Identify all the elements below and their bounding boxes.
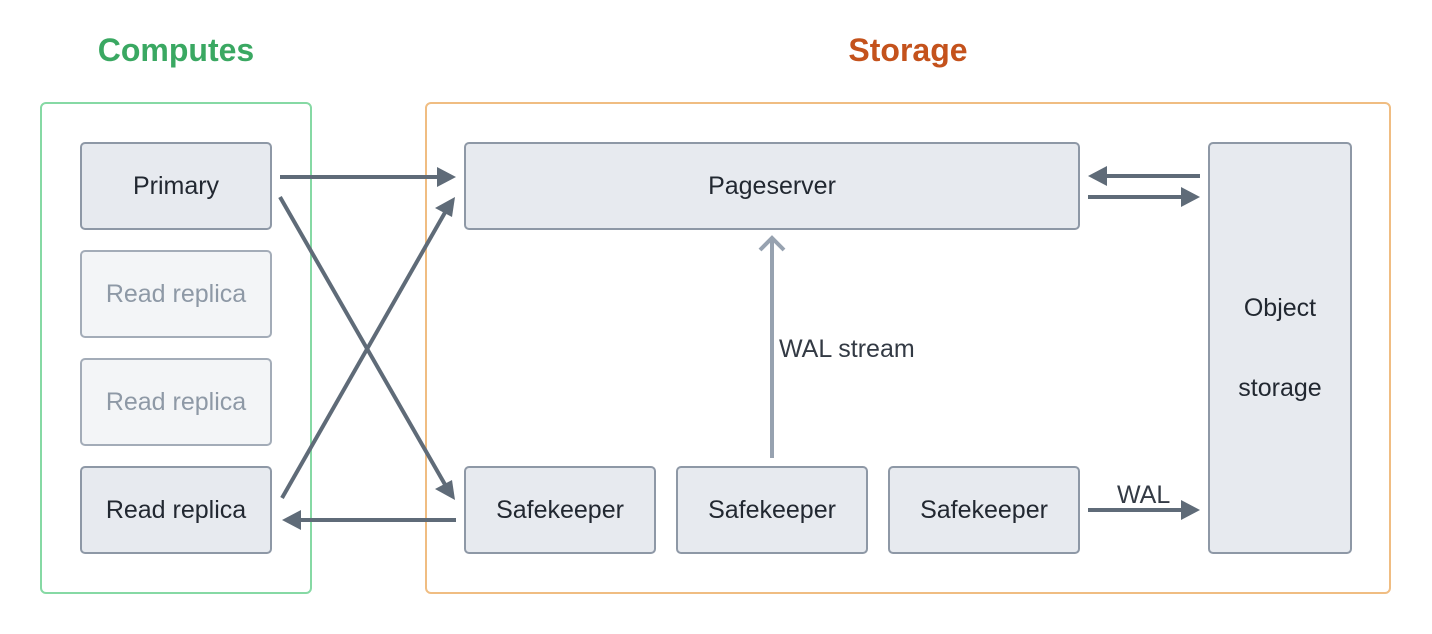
object-storage-label-line2: storage xyxy=(1238,374,1322,402)
safekeeper-node: Safekeeper xyxy=(464,466,656,554)
safekeeper-label: Safekeeper xyxy=(708,495,836,524)
object-storage-node: Object storage xyxy=(1208,142,1352,554)
safekeeper-node: Safekeeper xyxy=(888,466,1080,554)
computes-group xyxy=(40,102,312,594)
read-replica-node: Read replica xyxy=(80,250,272,338)
computes-heading: Computes xyxy=(97,32,255,68)
safekeeper-label: Safekeeper xyxy=(920,495,1048,524)
read-replica-label: Read replica xyxy=(105,279,247,308)
replica-to-pageserver-arrow xyxy=(280,197,455,499)
pageserver-node: Pageserver xyxy=(464,142,1080,230)
wal-stream-arrow xyxy=(758,235,786,458)
wal-label: WAL xyxy=(1117,481,1171,509)
safekeeper-node: Safekeeper xyxy=(676,466,868,554)
pageserver-label: Pageserver xyxy=(708,171,836,200)
primary-to-safekeeper-arrow xyxy=(278,196,455,500)
read-replica-label: Read replica xyxy=(105,495,247,524)
object-storage-to-pageserver-arrow xyxy=(1088,166,1200,186)
primary-label: Primary xyxy=(132,171,220,200)
primary-node: Primary xyxy=(80,142,272,230)
pageserver-to-object-storage-arrow xyxy=(1088,187,1200,207)
read-replica-node: Read replica xyxy=(80,466,272,554)
wal-to-object-storage-arrow xyxy=(1088,500,1200,520)
read-replica-label: Read replica xyxy=(105,387,247,416)
safekeeper-to-replica-arrow xyxy=(282,510,456,530)
storage-group xyxy=(425,102,1391,594)
wal-stream-label: WAL stream xyxy=(779,335,915,363)
object-storage-label-line1: Object xyxy=(1243,294,1317,322)
storage-heading: Storage xyxy=(848,32,968,68)
primary-to-pageserver-arrow xyxy=(280,167,456,187)
safekeeper-label: Safekeeper xyxy=(496,495,624,524)
read-replica-node: Read replica xyxy=(80,358,272,446)
